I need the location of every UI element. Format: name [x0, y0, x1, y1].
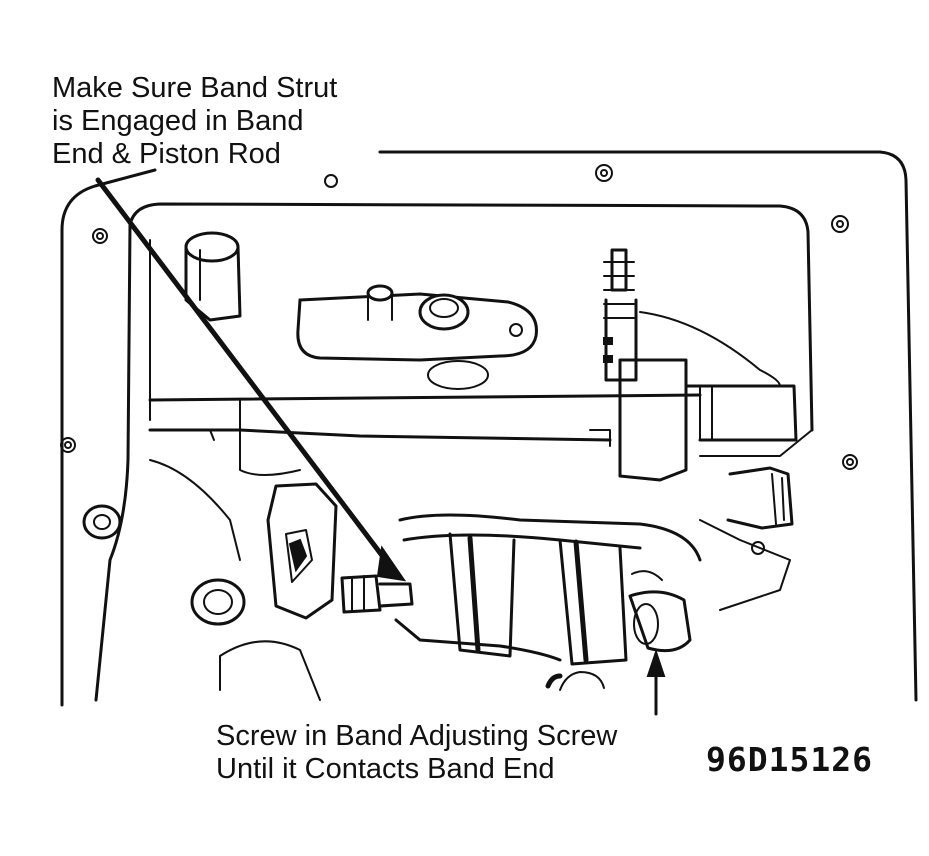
band-assembly — [394, 513, 702, 666]
adjusting-screw-leader — [646, 648, 666, 716]
strut-leader — [95, 177, 407, 582]
right-fitting — [699, 466, 794, 611]
main-shafts — [148, 393, 702, 476]
case-bolts — [60, 164, 858, 470]
screw-callout-line-1: Screw in Band Adjusting Screw — [216, 720, 618, 752]
screw-callout-line-2: Until it Contacts Band End — [216, 753, 555, 785]
lever-plate — [296, 284, 538, 390]
adjusting-screw-callout: Screw in Band Adjusting Screw Until it C… — [216, 720, 617, 786]
strut-callout-line-1: Make Sure Band Strut — [52, 72, 338, 104]
strut-engagement-callout: Make Sure Band Strut is Engaged in Band … — [52, 72, 337, 171]
strut-callout-line-3: End & Piston Rod — [52, 138, 281, 170]
lower-left-bosses — [82, 459, 605, 701]
strut-callout-line-2: is Engaged in Band — [52, 105, 304, 137]
inner-rim — [94, 202, 814, 702]
linkage-bracket — [266, 482, 338, 620]
figure-code: 96D15126 — [706, 740, 873, 779]
servo-body — [618, 311, 813, 482]
cylinder-boss — [184, 231, 242, 322]
case-outline — [60, 150, 918, 707]
adjusting-screw — [340, 570, 692, 653]
